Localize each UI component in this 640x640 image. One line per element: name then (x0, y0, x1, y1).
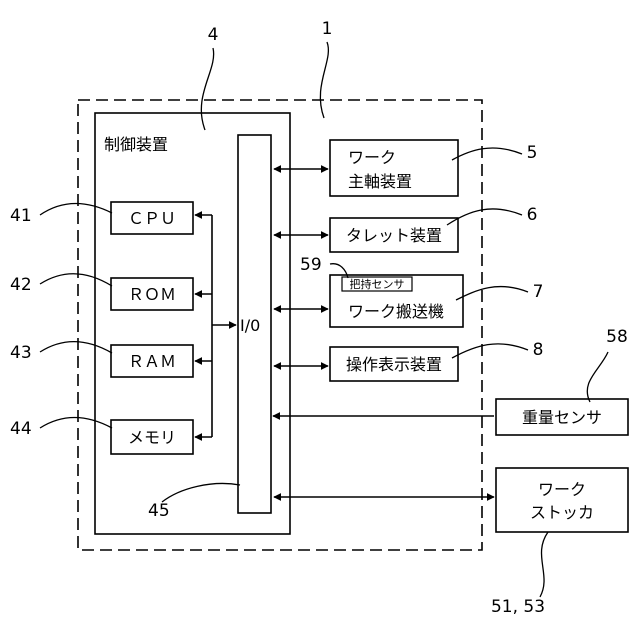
ref-stocker: 51, 53 (491, 597, 545, 617)
leader-stocker (540, 532, 548, 597)
ref-memory: 44 (10, 419, 32, 439)
ref-controller: 4 (208, 25, 219, 45)
leader-rom (40, 274, 112, 286)
rom-label: ＲＯＭ (128, 285, 176, 304)
controller-label: 制御装置 (104, 135, 168, 154)
cpu-label: ＣＰＵ (128, 209, 176, 228)
leader-controller (201, 48, 213, 130)
stocker-label-1: ワーク (538, 480, 586, 499)
leader-system (320, 42, 328, 118)
ref-display: 8 (533, 340, 544, 360)
display-label: 操作表示装置 (346, 355, 442, 374)
grip-sensor-label: 把持センサ (350, 277, 405, 291)
leader-spindle (452, 148, 522, 160)
ref-spindle: 5 (527, 143, 538, 163)
io-label: I/0 (240, 316, 260, 335)
leader-ram (40, 342, 112, 353)
stocker-label-2: ストッカ (530, 503, 594, 522)
leader-io (162, 484, 240, 502)
spindle-label-2: 主軸装置 (348, 172, 412, 191)
ref-system: 1 (322, 19, 333, 39)
leader-display (452, 344, 528, 358)
weight-sensor-label: 重量センサ (522, 408, 602, 427)
leader-conveyor (456, 287, 528, 300)
conveyor-label: ワーク搬送機 (348, 302, 444, 321)
turret-label: タレット装置 (346, 226, 442, 245)
stocker-box (496, 468, 628, 532)
ref-conveyor: 7 (533, 282, 544, 302)
controller-box (95, 113, 290, 534)
ref-cpu: 41 (10, 206, 32, 226)
ref-weight-sensor: 58 (606, 327, 628, 347)
system-boundary (78, 100, 482, 550)
spindle-label-1: ワーク (348, 148, 396, 167)
leader-cpu (40, 203, 112, 215)
ref-grip-sensor: 59 (300, 255, 322, 275)
ram-label: ＲＡＭ (128, 352, 176, 371)
ref-io: 45 (148, 501, 170, 521)
ref-ram: 43 (10, 343, 32, 363)
memory-label: メモリ (128, 428, 176, 447)
leader-memory (40, 418, 112, 429)
leader-weight-sensor (587, 352, 608, 402)
ref-turret: 6 (527, 205, 538, 225)
ref-rom: 42 (10, 275, 32, 295)
leader-grip-sensor (330, 264, 348, 278)
